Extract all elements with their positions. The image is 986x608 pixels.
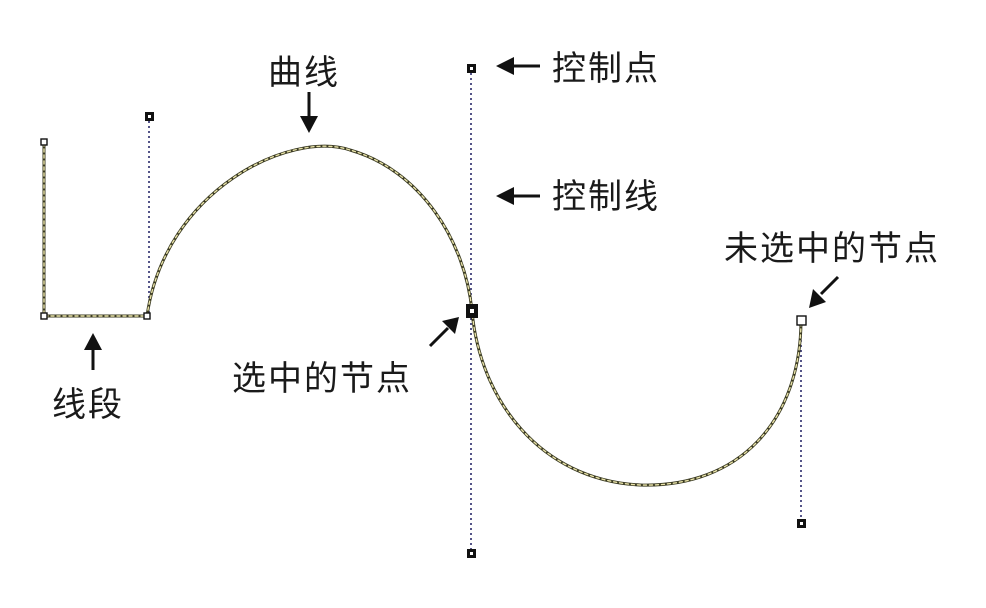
node-left-curve-start-icon[interactable] xyxy=(143,312,151,320)
control-point-left-icon[interactable] xyxy=(145,112,154,121)
curve-label: 曲线 xyxy=(268,53,340,93)
unselected-node-arrow-icon xyxy=(809,275,840,308)
curve-arrow-icon xyxy=(300,92,318,133)
line-segment-arrow-icon xyxy=(84,333,102,370)
selected-node-arrow-icon xyxy=(428,317,459,348)
control-point-right-icon[interactable] xyxy=(797,519,806,528)
control-point-arrow-icon xyxy=(496,57,540,75)
line-segment-label: 线段 xyxy=(52,385,124,425)
control-point-label: 控制点 xyxy=(552,49,660,89)
selected-node-inner xyxy=(470,309,474,313)
selected-node-label: 选中的节点 xyxy=(232,359,412,399)
path-stroke xyxy=(42,141,803,487)
control-point-bottom-icon[interactable] xyxy=(467,549,476,558)
control-line-arrow-icon xyxy=(496,187,540,205)
path-shape xyxy=(42,141,803,487)
node-corner-icon[interactable] xyxy=(40,312,48,320)
unselected-node-icon[interactable] xyxy=(796,315,807,326)
node-start-icon[interactable] xyxy=(40,138,48,146)
control-line-label: 控制线 xyxy=(552,177,660,217)
unselected-node-label: 未选中的节点 xyxy=(724,229,940,269)
control-point-top-icon[interactable] xyxy=(467,64,476,73)
